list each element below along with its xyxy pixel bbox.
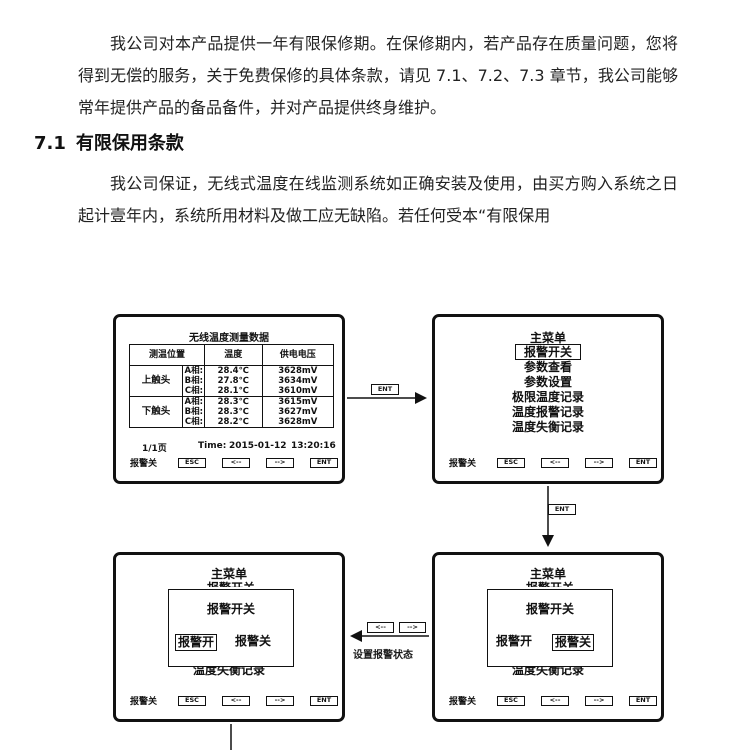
- alarm-switch-dialog: 报警开关 报警开 报警关: [168, 589, 294, 667]
- temperature-cell: 28.3℃ 28.3℃ 28.2℃: [204, 396, 263, 428]
- esc-key[interactable]: ESC: [497, 696, 525, 706]
- menu-item-limit-temp-record[interactable]: 极限温度记录: [511, 390, 584, 404]
- soft-key-row: 报警关 ESC <-- --> ENT: [449, 696, 657, 709]
- left-key[interactable]: <--: [541, 696, 569, 706]
- phase-label: B相:: [184, 407, 203, 417]
- warranty-paragraph: 我公司保证，无线式温度在线监测系统如正确安装及使用，由买方购入系统之日起计壹年内…: [78, 174, 678, 225]
- right-key[interactable]: -->: [585, 696, 613, 706]
- voltage-value: 3628mV: [278, 366, 318, 376]
- left-key[interactable]: <--: [222, 696, 250, 706]
- temperature-value: 27.8℃: [217, 376, 249, 386]
- phase-cell: A相: B相: C相:: [182, 365, 205, 397]
- voltage-value: 3610mV: [278, 386, 318, 396]
- menu-item-alarm-switch[interactable]: 报警开关: [435, 344, 661, 360]
- menu-item-temp-alarm-record[interactable]: 温度报警记录: [511, 405, 584, 419]
- temperature-value: 28.3℃: [217, 397, 249, 407]
- position-cell: 下触头: [129, 396, 183, 428]
- flow-ent-key-1: ENT: [371, 384, 399, 395]
- voltage-value: 3615mV: [278, 397, 318, 407]
- voltage-value: 3634mV: [278, 376, 318, 386]
- menu-item-partial: 报警开关: [520, 581, 580, 587]
- flow-left-key: <--: [367, 622, 394, 633]
- soft-key-row: 报警关 ESC <-- --> ENT: [130, 696, 338, 709]
- dialog-title: 报警开关: [206, 602, 255, 616]
- soft-key-row: 报警关 ESC <-- --> ENT: [130, 458, 338, 471]
- soft-key-row: 报警关 ESC <-- --> ENT: [449, 458, 657, 471]
- menu-title: 主菜单: [529, 331, 566, 345]
- table-row: 上触头 A相: B相: C相: 28.4℃ 27.8℃ 28.1℃ 3628mV…: [129, 365, 335, 397]
- left-key[interactable]: <--: [541, 458, 569, 468]
- temperature-cell: 28.4℃ 27.8℃ 28.1℃: [204, 365, 263, 397]
- screen-temperature-data: 无线温度测量数据 测温位置 温度 供电电压 上触头 A相: B相: C相: 28…: [113, 314, 345, 484]
- alarm-status: 报警关: [449, 697, 477, 707]
- section-number: 7.1: [34, 133, 66, 154]
- phase-label: A相:: [184, 397, 203, 407]
- clock-value: 13:20:16: [291, 441, 336, 451]
- phase-label: A相:: [184, 366, 203, 376]
- menu-item-label: 报警开关: [514, 344, 581, 360]
- position-cell: 上触头: [129, 365, 183, 397]
- menu-item-temp-imbalance-record[interactable]: 温度失衡记录: [511, 420, 584, 434]
- alarm-status: 报警关: [130, 459, 158, 469]
- menu-item-view-params[interactable]: 参数查看: [523, 360, 572, 374]
- menu-item-set-params[interactable]: 参数设置: [523, 375, 572, 389]
- right-key[interactable]: -->: [266, 696, 294, 706]
- right-key[interactable]: -->: [585, 458, 613, 468]
- alarm-on-option[interactable]: 报警开: [496, 634, 533, 648]
- phase-label: C相:: [184, 386, 203, 396]
- voltage-value: 3627mV: [278, 407, 318, 417]
- alarm-off-option[interactable]: 报警关: [235, 634, 272, 648]
- screen-main-menu: 主菜单 报警开关 参数查看 参数设置 极限温度记录 温度报警记录 温度失衡记录 …: [432, 314, 664, 484]
- date-value: 2015-01-12: [229, 441, 287, 451]
- alarm-on-option[interactable]: 报警开: [175, 634, 218, 651]
- voltage-cell: 3615mV 3627mV 3628mV: [261, 396, 335, 428]
- flow-set-alarm-label: 设置报警状态: [353, 650, 413, 661]
- phase-label: B相:: [184, 376, 203, 386]
- menu-item-partial: 报警开关: [201, 581, 261, 587]
- alarm-status: 报警关: [130, 697, 158, 707]
- phase-label: C相:: [184, 417, 203, 427]
- alarm-status: 报警关: [449, 459, 477, 469]
- menu-title: 主菜单: [529, 567, 566, 581]
- flow-ent-key-2: ENT: [548, 504, 576, 515]
- section-heading: 7.1 有限保用条款: [34, 130, 184, 158]
- alarm-off-option[interactable]: 报警关: [552, 634, 595, 651]
- dialog-title: 报警开关: [525, 602, 574, 616]
- esc-key[interactable]: ESC: [497, 458, 525, 468]
- temperature-value: 28.1℃: [217, 386, 249, 396]
- esc-key[interactable]: ESC: [178, 458, 206, 468]
- table-row: 下触头 A相: B相: C相: 28.3℃ 28.3℃ 28.2℃ 3615mV…: [129, 396, 335, 428]
- screen-alarm-popup-off: 主菜单 报警开关 温度失衡记录 报警开关 报警开 报警关 报警关 ESC <--…: [432, 552, 664, 722]
- left-key[interactable]: <--: [222, 458, 250, 468]
- temperature-value: 28.3℃: [217, 407, 249, 417]
- time-label: Time:: [198, 441, 227, 451]
- header-voltage: 供电电压: [261, 344, 335, 366]
- section-title: 有限保用条款: [75, 133, 184, 154]
- alarm-switch-dialog: 报警开关 报警开 报警关: [487, 589, 613, 667]
- header-temperature: 温度: [204, 344, 263, 366]
- voltage-cell: 3628mV 3634mV 3610mV: [261, 365, 335, 397]
- menu-title: 主菜单: [210, 567, 247, 581]
- flow-right-key: -->: [399, 622, 426, 633]
- ent-key[interactable]: ENT: [310, 458, 338, 468]
- ent-key[interactable]: ENT: [629, 458, 657, 468]
- intro-paragraph: 我公司对本产品提供一年有限保修期。在保修期内，若产品存在质量问题，您将得到无偿的…: [78, 34, 678, 117]
- voltage-value: 3628mV: [278, 417, 318, 427]
- readings-table: 测温位置 温度 供电电压 上触头 A相: B相: C相: 28.4℃ 27.8℃…: [129, 344, 335, 428]
- screen-title: 无线温度测量数据: [189, 333, 269, 344]
- ent-key[interactable]: ENT: [310, 696, 338, 706]
- ent-key[interactable]: ENT: [629, 696, 657, 706]
- phase-cell: A相: B相: C相:: [182, 396, 205, 428]
- page-indicator: 1/1页: [142, 444, 167, 454]
- temperature-value: 28.4℃: [217, 366, 249, 376]
- temperature-value: 28.2℃: [217, 417, 249, 427]
- screen-alarm-popup-on: 主菜单 报警开关 温度失衡记录 报警开关 报警开 报警关 报警关 ESC <--…: [113, 552, 345, 722]
- right-key[interactable]: -->: [266, 458, 294, 468]
- main-menu: 主菜单 报警开关 参数查看 参数设置 极限温度记录 温度报警记录 温度失衡记录: [435, 331, 661, 435]
- esc-key[interactable]: ESC: [178, 696, 206, 706]
- header-position: 测温位置: [129, 344, 205, 366]
